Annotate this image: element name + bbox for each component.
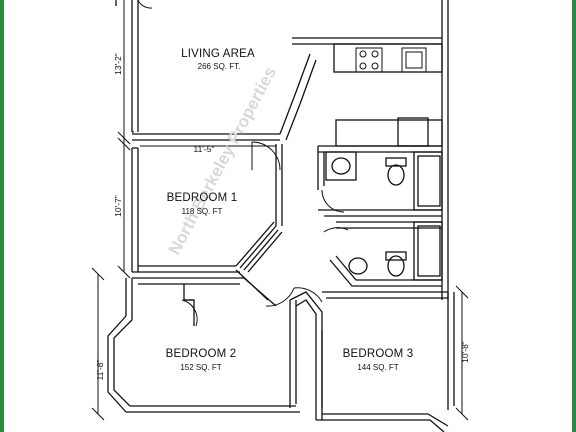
bath2-tub: [413, 221, 443, 281]
paper-background: [4, 0, 572, 432]
door-swing-bath1: [321, 189, 345, 213]
wall-bed2-bed3: [289, 300, 297, 408]
dimension-lines: [91, 0, 469, 421]
bay-window-bed2: [107, 315, 133, 413]
dim-label-living-height: 13'-2": [113, 53, 123, 75]
wall-bed1-right: [275, 144, 283, 226]
room-name-living: LIVING AREA: [181, 48, 255, 60]
room-area-bedroom3: 144 SQ. FT: [357, 363, 398, 372]
wall-bed1-bottom: [132, 265, 240, 273]
door-swing-bed3: [293, 287, 323, 303]
wall-bed2-bottom: [126, 405, 300, 413]
room-area-living: 266 SQ. FT.: [198, 62, 241, 71]
room-area-bedroom2: 152 SQ. FT: [180, 363, 221, 372]
stove: [355, 47, 383, 73]
door-swing-bed1: [251, 141, 281, 171]
room-name-bedroom3: BEDROOM 3: [343, 348, 414, 360]
wall-living-bed1: [132, 133, 280, 141]
wall-bed3-top: [322, 291, 448, 299]
door-swing-bath2: [323, 227, 349, 233]
room-name-bedroom1: BEDROOM 1: [167, 192, 238, 204]
bath1-sink: [331, 157, 351, 175]
door-swing-bed2: [265, 287, 295, 307]
wall-living-diagonal: [279, 91, 301, 141]
bath2-toilet: [387, 255, 405, 277]
wall-bath2-bottom: [329, 255, 442, 287]
dim-label-bedroom1-height: 10'-7": [113, 195, 123, 217]
wall-bed1-left: [131, 148, 139, 272]
bath2-toilet-tank: [385, 251, 407, 261]
wall-bed3-right: [447, 292, 455, 410]
bath1-vanity: [325, 151, 357, 181]
wall-living-left: [131, 0, 139, 132]
door-swing-closet-bed2: [181, 299, 198, 327]
bath1-toilet: [387, 164, 405, 186]
room-name-bedroom2: BEDROOM 2: [166, 348, 237, 360]
bath1-tub: [413, 151, 443, 211]
wall-bed3-bottom: [316, 413, 449, 432]
wall-bed1-closet-diagonal: [239, 225, 283, 273]
dim-label-bedroom2-height: 11'-8": [95, 359, 105, 380]
dim-label-bedroom1-width: 11'-5": [193, 144, 214, 154]
door-swings: [137, 0, 349, 327]
door-swing-entry: [137, 0, 153, 9]
wall-bed2-door-angle: [235, 269, 277, 307]
walls: [107, 0, 455, 432]
kitchen-fixtures: [355, 47, 427, 73]
bath1-toilet-tank: [385, 157, 407, 167]
room-area-bedroom1: 118 SQ. FT: [182, 207, 223, 216]
wall-bed2-left: [125, 278, 133, 320]
wall-bed2-top: [132, 277, 244, 285]
dim-label-bedroom3-height: 10'-8": [460, 341, 470, 363]
kitchen-counter-top: [333, 43, 443, 73]
wall-bath1-left: [317, 146, 325, 190]
bath2-sink: [348, 257, 368, 275]
kitchen-sink: [401, 47, 427, 73]
